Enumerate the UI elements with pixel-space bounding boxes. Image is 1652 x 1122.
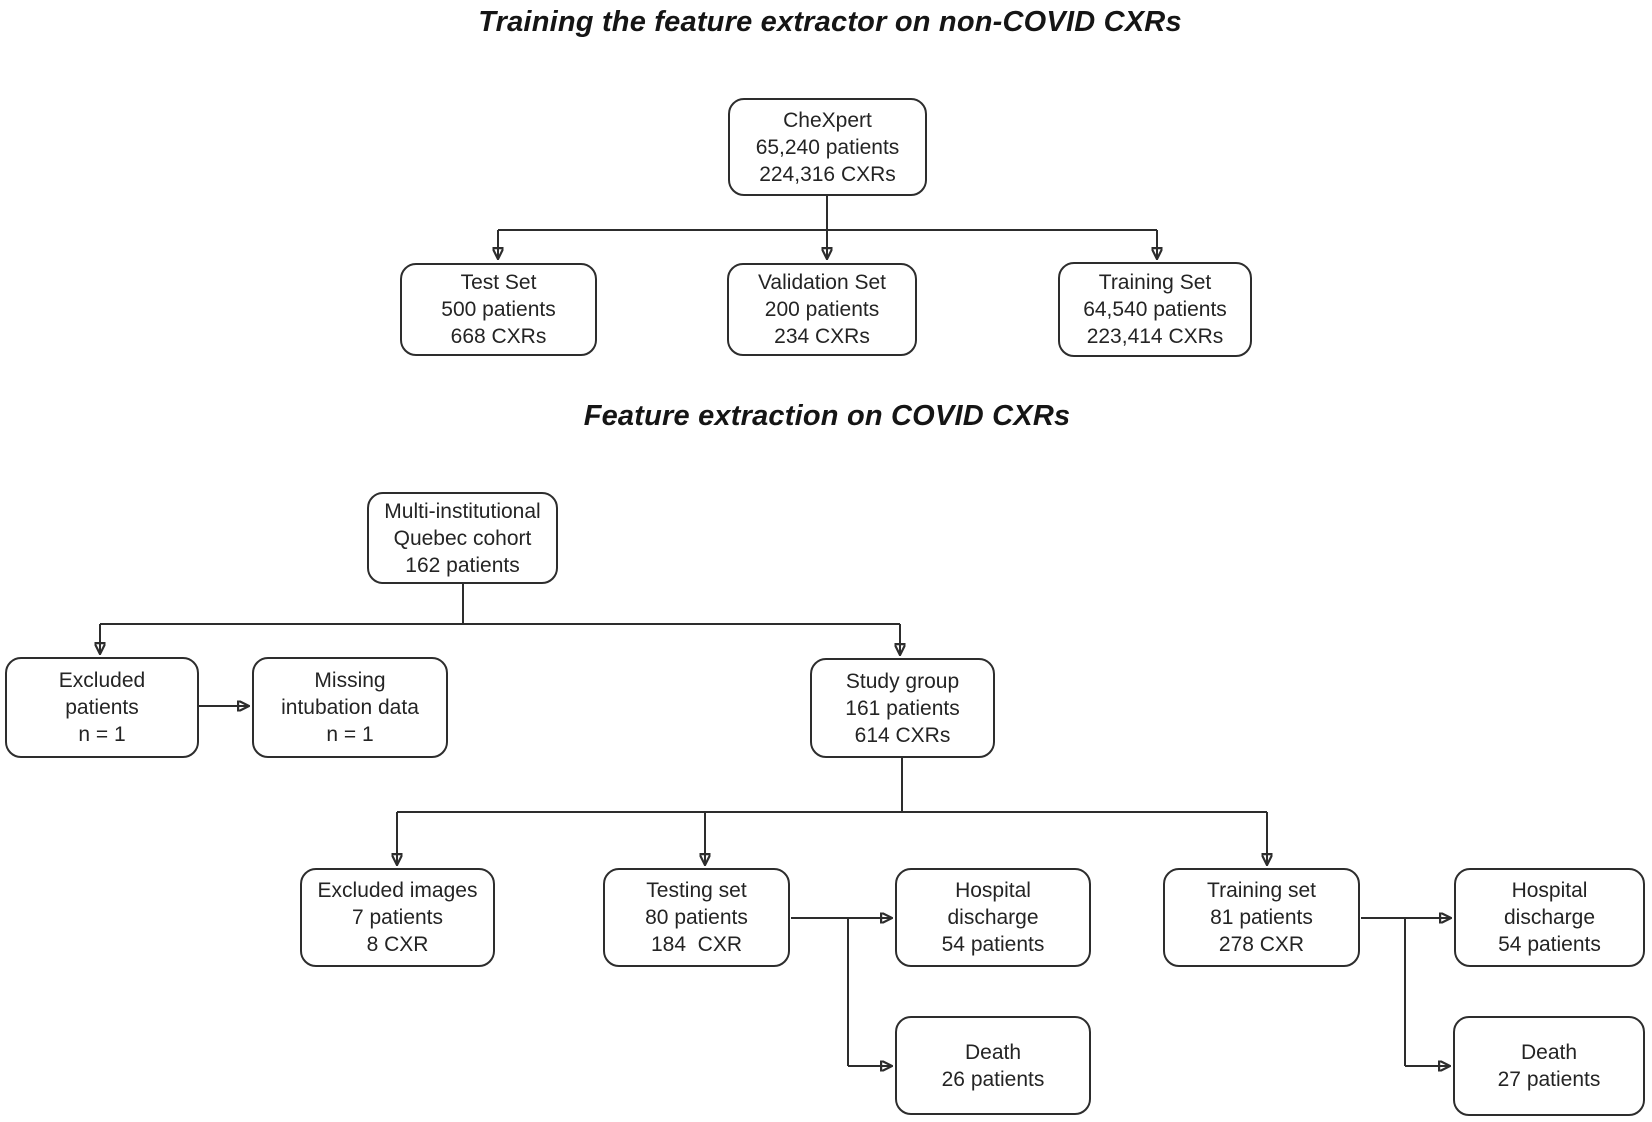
node-death-training: Death 27 patients [1453,1016,1645,1116]
node-excluded-images-line-3: 8 CXR [366,933,429,956]
node-study-group-line-3: 614 CXRs [854,723,951,747]
node-hospital-discharge-training-line-3: 54 patients [1498,933,1601,956]
node-hospital-discharge-training-line-2: discharge [1503,906,1596,929]
node-validation-set-line-3: 234 CXRs [774,325,870,348]
node-test-set-line-2: 500 patients [441,298,556,321]
node-training-set-chexpert-line-3: 223,414 CXRs [1086,325,1224,348]
node-chexpert-line-1: CheXpert [783,108,872,132]
node-excluded-patients-line-3: n = 1 [78,723,126,746]
node-validation-set-line-1: Validation Set [757,271,887,294]
node-missing-intubation-data: Missing intubation data n = 1 [252,657,448,758]
node-death-training-line-1: Death [1520,1041,1578,1064]
node-validation-set-line-2: 200 patients [764,298,880,321]
node-missing-intubation-line-3: n = 1 [326,723,374,746]
node-excluded-images-line-1: Excluded images [317,879,478,902]
node-excluded-images: Excluded images 7 patients 8 CXR [300,868,495,967]
node-training-set-chexpert-line-1: Training Set [1098,271,1212,294]
node-testing-set-line-2: 80 patients [645,906,748,929]
node-validation-set: Validation Set 200 patients 234 CXRs [727,263,917,356]
node-hospital-discharge-training-line-1: Hospital [1511,879,1588,902]
node-missing-intubation-line-2: intubation data [281,696,419,719]
node-quebec-cohort-line-3: 162 patients [405,553,520,577]
node-hospital-discharge-testing-line-2: discharge [947,906,1039,929]
node-training-set-covid-line-1: Training set [1207,879,1316,902]
node-quebec-cohort: Multi-institutional Quebec cohort 162 pa… [367,492,558,584]
node-test-set-line-3: 668 CXRs [450,325,547,348]
node-training-set-covid: Training set 81 patients 278 CXR [1163,868,1360,967]
node-testing-set: Testing set 80 patients 184 CXR [603,868,790,967]
node-study-group-line-2: 161 patients [845,696,960,720]
node-death-testing-line-1: Death [964,1040,1022,1064]
node-training-set-chexpert: Training Set 64,540 patients 223,414 CXR… [1058,262,1252,357]
node-study-group-line-1: Study group [845,669,960,693]
section-title-feature-extractor-training: Training the feature extractor on non-CO… [478,6,1182,38]
node-quebec-cohort-line-2: Quebec cohort [393,526,532,550]
node-test-set-line-1: Test Set [460,271,537,294]
node-hospital-discharge-training: Hospital discharge 54 patients [1454,868,1645,967]
node-study-group: Study group 161 patients 614 CXRs [810,658,995,758]
node-test-set: Test Set 500 patients 668 CXRs [400,263,597,356]
node-training-set-covid-line-2: 81 patients [1210,906,1313,929]
section-title-feature-extraction-covid: Feature extraction on COVID CXRs [583,400,1071,432]
node-death-testing-line-2: 26 patients [941,1067,1045,1091]
node-excluded-patients-line-1: Excluded [58,669,146,692]
node-chexpert-line-3: 224,316 CXRs [759,162,896,186]
node-death-testing: Death 26 patients [895,1016,1091,1115]
node-excluded-images-line-2: 7 patients [351,906,444,929]
node-training-set-covid-line-3: 278 CXR [1218,933,1305,956]
node-testing-set-line-1: Testing set [646,879,747,902]
node-death-training-line-2: 27 patients [1497,1068,1601,1091]
node-hospital-discharge-testing: Hospital discharge 54 patients [895,868,1091,967]
node-hospital-discharge-testing-line-3: 54 patients [941,933,1045,956]
node-testing-set-line-3: 184 CXR [650,933,743,956]
node-excluded-patients: Excluded patients n = 1 [5,657,199,758]
node-quebec-cohort-line-1: Multi-institutional [384,499,541,523]
node-excluded-patients-line-2: patients [65,696,139,719]
node-chexpert: CheXpert 65,240 patients 224,316 CXRs [728,98,927,196]
node-hospital-discharge-testing-line-1: Hospital [955,879,1031,902]
node-missing-intubation-line-1: Missing [314,669,386,692]
node-chexpert-line-2: 65,240 patients [755,135,900,159]
node-training-set-chexpert-line-2: 64,540 patients [1083,298,1227,321]
